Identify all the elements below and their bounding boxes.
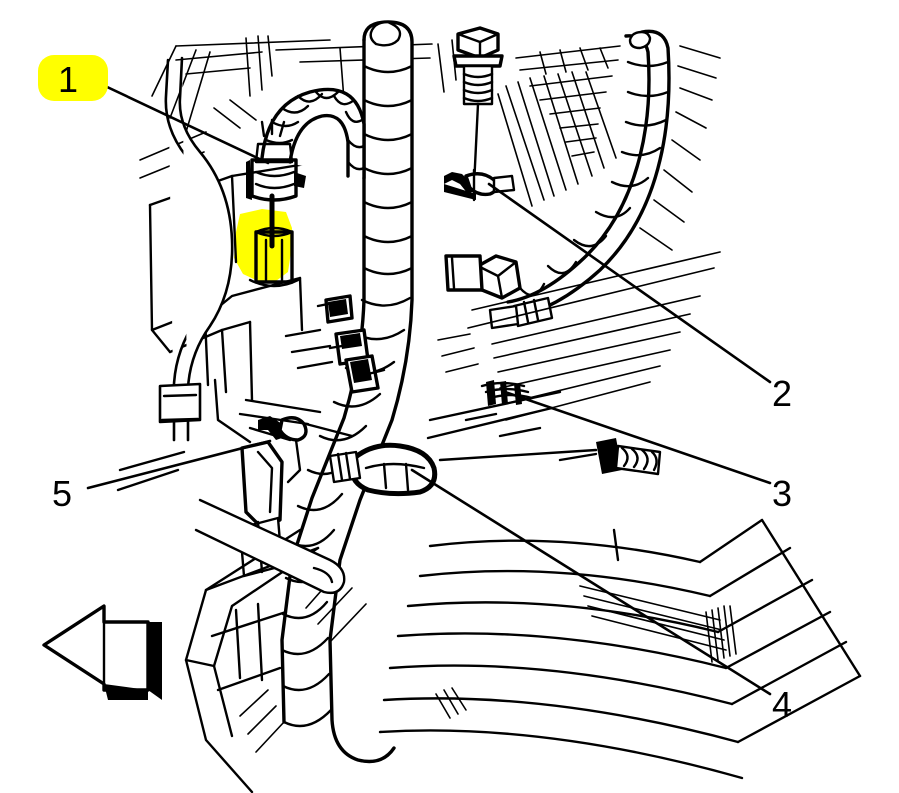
housing-ribs-right [378,518,862,780]
hex-plug-right [444,254,522,300]
transmission-housing [184,528,320,793]
highlight-layer [234,209,292,281]
housing-hatch-lines [579,585,737,663]
hex-bolt-upper [452,26,504,188]
sensor-highlight-blob [234,209,292,281]
stud-bolt-lower-right [558,438,662,476]
leader-3 [503,390,772,485]
callout-number-3: 3 [772,473,792,514]
metal-tube-left [158,56,234,442]
conduit-upper-left-ribs [264,90,366,171]
leader-5 [86,439,272,490]
center-clip-cluster [316,294,386,394]
corrugated-conduit-arched [506,29,671,320]
callout-number-2: 2 [772,373,792,414]
sensor-body [248,193,300,288]
leader-2 [487,182,772,384]
lower-left-hatch [239,573,467,753]
direction-arrow [42,604,162,700]
callout-number-1: 1 [58,59,78,100]
callout-numbers: 1 2 3 4 5 [52,59,792,725]
conduit-vertical-ribs [280,64,414,728]
electrical-connector [246,118,306,202]
callout-number-4: 4 [772,684,792,725]
hose-clamp-strap [328,442,438,497]
callout-number-5: 5 [52,473,72,514]
shroud-hatching-upper [497,45,721,251]
lower-left-tube [194,498,346,595]
leader-4 [410,468,772,696]
leader-1 [103,84,270,165]
foreground-detail-lines [116,328,598,492]
callout-1-highlight [38,55,108,101]
leader-lines [86,84,772,696]
